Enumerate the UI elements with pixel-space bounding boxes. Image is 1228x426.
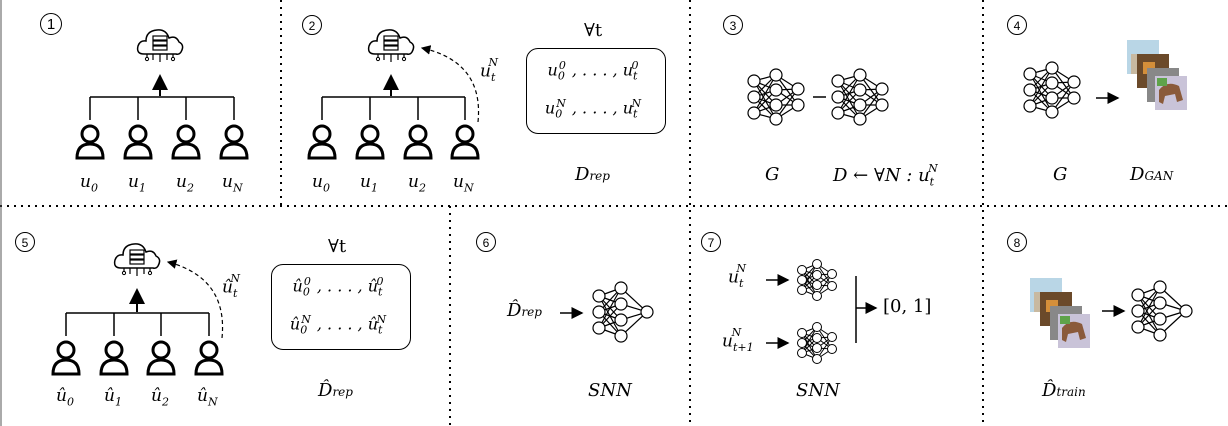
- user-label: u0: [80, 172, 98, 195]
- caption-d-rep-hat: D̂rep: [318, 380, 353, 401]
- user-label: u1: [360, 172, 378, 195]
- image-stack-icon: [1127, 40, 1187, 110]
- user-label: u2: [408, 172, 426, 195]
- user-icon: [450, 124, 480, 160]
- panel-3: [747, 68, 889, 126]
- user-label: uN: [222, 172, 243, 195]
- user-icon: [355, 124, 385, 160]
- panel-7: [766, 259, 878, 364]
- user-icon: [51, 340, 81, 376]
- caption-g: G: [765, 164, 780, 185]
- neural-network-icon: [797, 322, 837, 364]
- image-stack-icon: [1030, 278, 1090, 348]
- user-label: uN: [453, 172, 474, 195]
- step-number: 5: [15, 232, 35, 252]
- user-icon: [75, 124, 105, 160]
- step-number: 3: [723, 15, 743, 35]
- user-label: û0: [56, 386, 74, 409]
- user-label: u2: [176, 172, 194, 195]
- forall-label: ∀t: [584, 20, 603, 41]
- neural-network-icon: [797, 259, 837, 301]
- neural-network-icon: [831, 68, 889, 126]
- caption-snn: SNN: [796, 380, 840, 401]
- rep-dataset-box: u00, . . . , ut0 u0N, . . . , utN: [526, 48, 666, 134]
- step-number: 1: [40, 13, 62, 35]
- cloud-server-icon: [367, 29, 415, 63]
- step-number: 8: [1007, 232, 1027, 252]
- caption-snn: SNN: [588, 380, 632, 401]
- caption-d-gan: DGAN: [1130, 164, 1174, 185]
- neural-network-icon: [1023, 61, 1081, 119]
- output-range: [0, 1]: [883, 296, 932, 317]
- caption-d: D ← ∀N : utN: [833, 162, 938, 189]
- neural-network-icon: [592, 281, 654, 343]
- panel-8: [1030, 278, 1193, 348]
- step-number: 6: [476, 232, 496, 252]
- user-icon: [194, 340, 224, 376]
- panel-2: [307, 29, 480, 160]
- user-label: ûN: [197, 386, 218, 409]
- panel-6: [560, 281, 654, 343]
- user-label: û1: [104, 386, 122, 409]
- panel-5: [51, 243, 224, 376]
- user-label: û2: [151, 386, 169, 409]
- user-icon: [146, 340, 176, 376]
- user-icon: [307, 124, 337, 160]
- neural-network-icon: [747, 68, 805, 126]
- neural-network-icon: [1131, 280, 1193, 342]
- upload-label: utN: [480, 56, 498, 85]
- user-icon: [99, 340, 129, 376]
- forall-label: ∀t: [328, 236, 347, 257]
- input-d-rep-hat: D̂rep: [507, 300, 542, 321]
- step-number: 2: [302, 15, 322, 35]
- user-label: u0: [312, 172, 330, 195]
- step-number: 7: [701, 232, 721, 252]
- panel-1: [75, 29, 249, 160]
- cloud-server-icon: [136, 29, 184, 63]
- rep-dataset-box: û00, . . . , ût0 û0N, . . . , ûtN: [271, 264, 411, 350]
- upload-label: ûtN: [222, 272, 240, 301]
- user-icon: [403, 124, 433, 160]
- user-icon: [171, 124, 201, 160]
- step-number: 4: [1007, 15, 1027, 35]
- caption-g: G: [1053, 164, 1068, 185]
- caption-d-train: D̂train: [1042, 380, 1086, 401]
- cloud-server-icon: [113, 243, 161, 277]
- user-icon: [219, 124, 249, 160]
- input-u-t1: ut+1N: [722, 326, 754, 355]
- panel-4: [1023, 40, 1187, 119]
- user-label: u1: [128, 172, 146, 195]
- caption-d-rep: Drep: [575, 164, 610, 185]
- input-u-t: utN: [728, 262, 746, 291]
- user-icon: [123, 124, 153, 160]
